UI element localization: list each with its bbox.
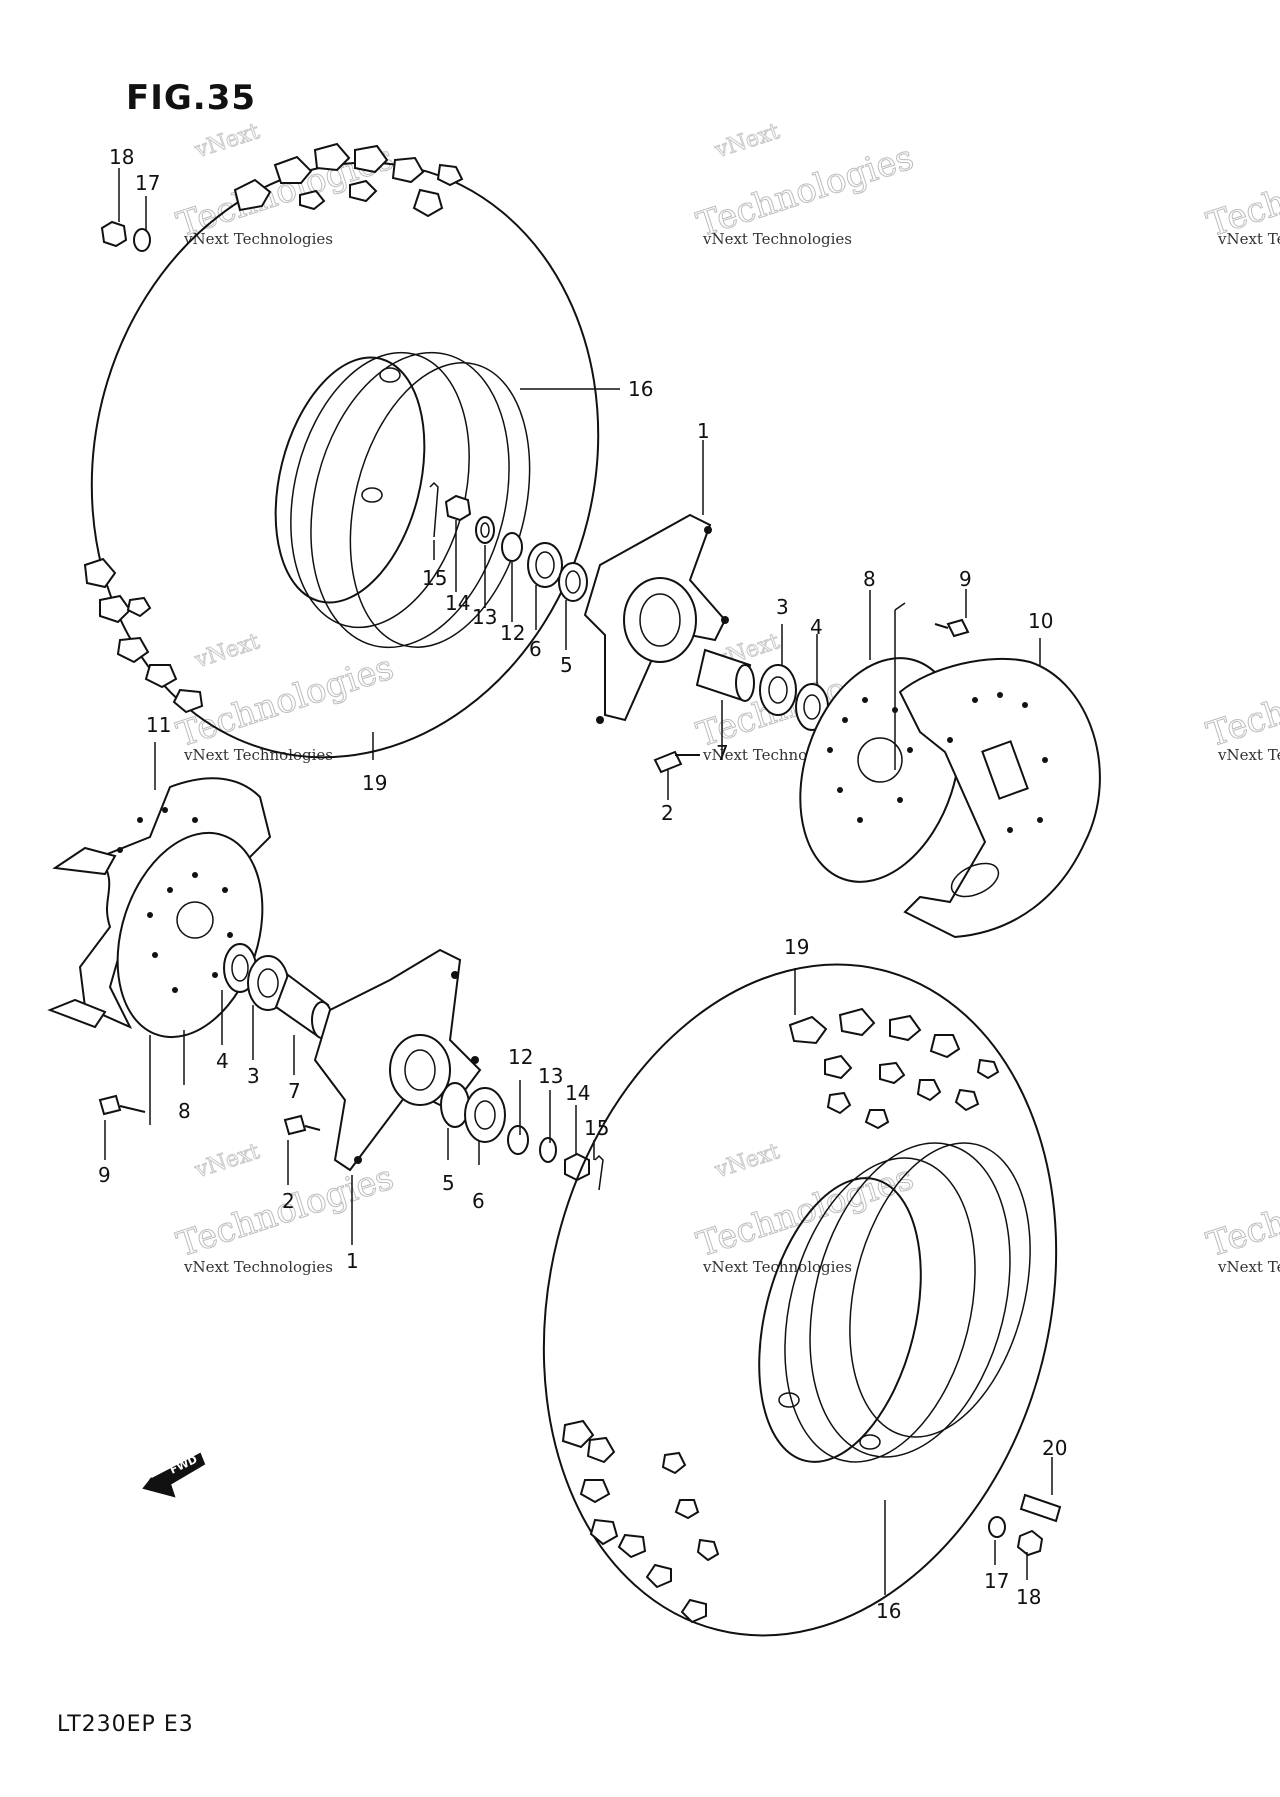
- watermark-text: vNext Technologies: [183, 746, 333, 764]
- callout-6-upper: 6: [529, 637, 542, 661]
- watermark-text: vNext Technologies: [702, 230, 852, 248]
- fwd-direction-icon: FWD: [142, 1452, 206, 1498]
- tread-blocks-top-lower: [788, 1007, 1000, 1130]
- callout-19-lower: 19: [784, 935, 809, 959]
- callout-17-upper: 17: [135, 171, 160, 195]
- figure-title: FIG.35: [126, 78, 257, 118]
- watermark-4: vNext Technologies: [172, 629, 399, 756]
- callout-12-upper: 12: [500, 621, 525, 645]
- upper-hub-assembly: [429, 481, 970, 774]
- callout-9-upper: 9: [959, 567, 972, 591]
- callout-4-lower: 4: [216, 1049, 229, 1073]
- callout-10-upper: 10: [1028, 609, 1053, 633]
- watermark-9: Technologies: [1202, 1157, 1280, 1266]
- callout-18-lower: 18: [1016, 1585, 1041, 1609]
- callout-18-upper: 18: [109, 145, 134, 169]
- leader-lines: [104, 168, 1053, 1595]
- watermark-3: Technologies: [1202, 137, 1280, 246]
- callout-16-lower: 16: [876, 1599, 901, 1623]
- svg-text:Technologies: Technologies: [1202, 648, 1280, 756]
- svg-text:vNext: vNext: [191, 1139, 263, 1184]
- callout-7-upper: 7: [716, 741, 729, 765]
- callout-20-lower: 20: [1042, 1436, 1067, 1460]
- callout-15-upper: 15: [422, 566, 447, 590]
- watermark-text: vNext Technologies: [702, 1258, 852, 1276]
- watermark-text: vNext Technologies: [183, 1258, 333, 1276]
- svg-text:vNext: vNext: [711, 1139, 783, 1184]
- lower-tire: [542, 963, 1062, 1637]
- callout-7-lower: 7: [288, 1079, 301, 1103]
- watermark-text: vNext Technologies: [183, 230, 333, 248]
- callout-17-lower: 17: [984, 1569, 1009, 1593]
- svg-text:vNext: vNext: [711, 119, 783, 164]
- callout-1-lower: 1: [346, 1249, 359, 1273]
- callout-14-upper: 14: [445, 591, 470, 615]
- upper-fasteners: [100, 220, 151, 252]
- callout-labels: 18 17 16 1 15 14 13 12 6 5 3 4 8 9 10 7 …: [98, 145, 1067, 1623]
- callout-5-lower: 5: [442, 1171, 455, 1195]
- upper-tire: [83, 142, 600, 759]
- callout-2-lower: 2: [282, 1189, 295, 1213]
- callout-11-lower: 11: [146, 713, 171, 737]
- callout-3-upper: 3: [776, 595, 789, 619]
- tread-blocks-side: [83, 557, 204, 714]
- callout-15-lower: 15: [584, 1116, 609, 1140]
- svg-text:Technologies: Technologies: [1202, 1158, 1280, 1266]
- callout-12-lower: 12: [508, 1045, 533, 1069]
- upper-brake-plate: [898, 657, 1101, 939]
- callout-8-upper: 8: [863, 567, 876, 591]
- watermark-2: vNext Technologies: [692, 119, 919, 246]
- svg-text:vNext: vNext: [191, 119, 263, 164]
- watermark-text: vNext Technologies: [1217, 746, 1280, 764]
- model-code: LT230EP E3: [57, 1712, 194, 1737]
- callout-1-upper: 1: [697, 419, 710, 443]
- callout-14-lower: 14: [565, 1081, 590, 1105]
- callout-5-upper: 5: [560, 653, 573, 677]
- callout-9-lower: 9: [98, 1163, 111, 1187]
- lower-hub-assembly: [98, 943, 604, 1191]
- svg-text:Technologies: Technologies: [1202, 138, 1280, 246]
- callout-13-lower: 13: [538, 1064, 563, 1088]
- callout-2-upper: 2: [661, 801, 674, 825]
- tread-blocks-side-lower: [561, 1419, 720, 1624]
- callout-4-upper: 4: [810, 615, 823, 639]
- callout-13-upper: 13: [472, 605, 497, 629]
- callout-16-upper: 16: [628, 377, 653, 401]
- watermark-6: Technologies: [1202, 647, 1280, 756]
- svg-text:vNext: vNext: [191, 629, 263, 674]
- callout-8-lower: 8: [178, 1099, 191, 1123]
- callout-3-lower: 3: [247, 1064, 260, 1088]
- lower-brake-disc: [116, 831, 264, 1039]
- watermark-text: vNext Technologies: [1217, 230, 1280, 248]
- watermark-text: vNext Technologies: [1217, 1258, 1280, 1276]
- callout-19-upper: 19: [362, 771, 387, 795]
- tread-blocks-top: [233, 142, 464, 218]
- callout-6-lower: 6: [472, 1189, 485, 1213]
